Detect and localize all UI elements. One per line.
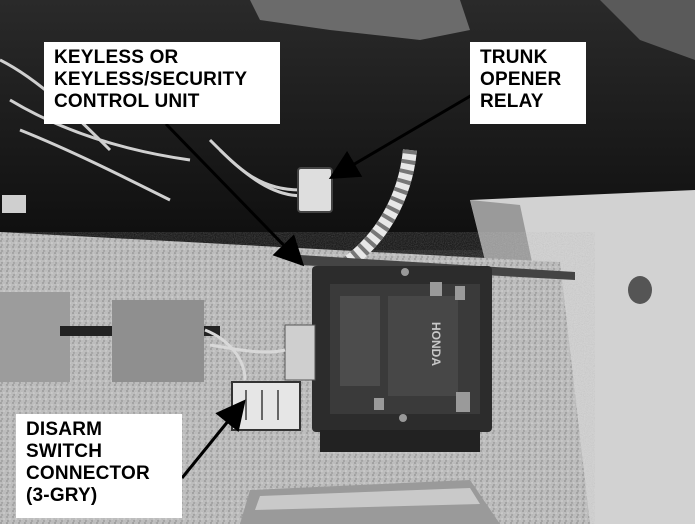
callout-control-unit-line-1: KEYLESS OR <box>54 47 179 68</box>
callout-disarm-line-2: SWITCH <box>26 441 103 462</box>
callout-trunk-relay-line-2: OPENER <box>480 69 562 90</box>
trunk-relay <box>297 167 333 213</box>
dash-panel-top <box>250 0 470 40</box>
connector-upper-left <box>2 195 26 213</box>
callout-disarm-line-4: (3-GRY) <box>26 485 98 506</box>
callout-control-unit: KEYLESS OR KEYLESS/SECURITY CONTROL UNIT <box>44 42 280 124</box>
callout-trunk-relay: TRUNK OPENER RELAY <box>470 42 586 124</box>
dash-panel-right <box>600 0 695 60</box>
callout-trunk-relay-line-1: TRUNK <box>480 47 548 68</box>
disarm-connector-shape <box>231 381 301 431</box>
callout-disarm-line-3: CONNECTOR <box>26 463 150 484</box>
bracket-pad <box>112 300 204 382</box>
callout-disarm-connector: DISARM SWITCH CONNECTOR (3-GRY) <box>16 414 182 518</box>
callout-control-unit-line-3: CONTROL UNIT <box>54 91 200 112</box>
trim-hole <box>628 276 652 304</box>
callout-disarm-line-1: DISARM <box>26 419 103 440</box>
callout-control-unit-line-2: KEYLESS/SECURITY <box>54 69 248 90</box>
connector-block <box>284 324 316 381</box>
control-unit-module: HONDA <box>312 266 492 452</box>
bracket-left <box>0 292 70 382</box>
module-brand-text: HONDA <box>429 322 443 366</box>
callout-trunk-relay-line-3: RELAY <box>480 91 544 112</box>
wires-lower <box>204 328 286 381</box>
